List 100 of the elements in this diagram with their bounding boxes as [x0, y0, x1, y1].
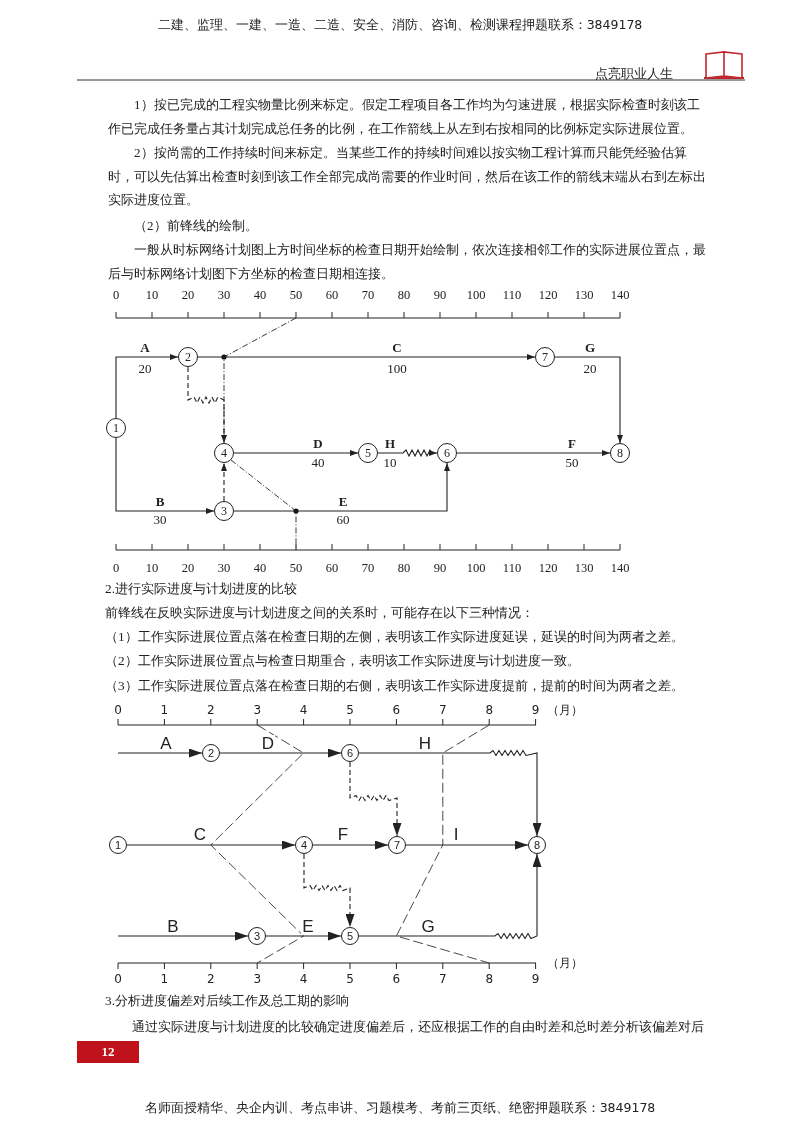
axis-tick-label: 60	[325, 288, 339, 302]
duration-label: 100	[387, 361, 407, 375]
node-number: 3	[221, 505, 227, 517]
arrow	[303, 853, 355, 928]
axis-tick-label: 10	[145, 288, 159, 302]
event-circle	[109, 836, 127, 854]
arrow	[115, 437, 215, 514]
axis-tick-label: 100	[466, 288, 486, 302]
axis-tick-label: 4	[299, 973, 308, 985]
paragraph: 通过实际进度与计划进度的比较确定进度偏差后，还应根据工作的自由时差和总时差分析该偏差对后	[130, 1020, 704, 1034]
axis-tick-label: 50	[289, 561, 303, 575]
node-number: 4	[300, 839, 308, 851]
axis-tick-label: 140	[610, 561, 630, 575]
node-number: 8	[617, 447, 623, 459]
activity-label: H	[417, 734, 433, 752]
activity-label: C	[192, 825, 208, 843]
node-number: 4	[221, 447, 227, 459]
paragraph: （1）工作实际进展位置点落在检查日期的左侧，表明该工作实际进度延误，延误的时间为两者之差。	[105, 630, 684, 644]
axis-tick-label: 1	[160, 973, 169, 985]
axis-tick-label: 7	[438, 973, 447, 985]
axis-tick-label: 130	[574, 288, 594, 302]
axis-tick-label: 120	[538, 561, 558, 575]
axis-tick-label: 0	[112, 561, 120, 575]
activity-label: D	[260, 734, 276, 752]
event-circle	[295, 836, 313, 854]
axis-tick-label: 40	[253, 288, 267, 302]
axis-tick-label: 110	[502, 288, 522, 302]
arrow	[117, 748, 203, 758]
arrow	[349, 761, 402, 837]
arrow	[312, 840, 389, 850]
axis-tick-label: 5	[346, 973, 354, 985]
paragraph: 前锋线在反映实际进度与计划进度之间的关系时，可能存在以下三种情况：	[105, 606, 534, 620]
axis-tick-label: 110	[502, 561, 522, 575]
node-number: 2	[207, 747, 215, 759]
duration-label: 60	[336, 512, 350, 526]
axis-tick-label: 130	[574, 561, 594, 575]
axis-tick-label: 20	[181, 288, 195, 302]
arrow	[115, 354, 179, 419]
axis-tick-label: 50	[289, 288, 303, 302]
event-circle	[106, 418, 126, 438]
arrow	[197, 354, 536, 360]
duration-label: 40	[311, 455, 325, 469]
arrow	[219, 748, 342, 758]
paragraph: 2）按尚需的工作持续时间来标定。当某些工作的持续时间难以按实物工程计算而只能凭经验估算时，可以先估算出检查时刻到该工作全部完成尚需要的作业时间，然后在该工作的箭线末端从右到左标出实际进度位置。	[108, 144, 707, 209]
duration-label: 50	[565, 455, 579, 469]
node-number: 7	[393, 839, 401, 851]
paragraph: 1）按已完成的工程实物量比例来标定。假定工程项目各工作均为匀速进展，根据实际检查时刻该工作已完成任务量占其计划完成总任务的比例，在工作箭线上从左到右按相同的比例标定实际进展位置。	[108, 96, 701, 138]
node-number: 3	[253, 930, 261, 942]
duration-label: 10	[383, 455, 397, 469]
node-number: 2	[185, 351, 191, 363]
axis-tick-label: 4	[299, 704, 308, 716]
duration-label: 20	[138, 361, 152, 375]
axis-tick-label: 1	[160, 704, 169, 716]
axis-tick-label: 100	[466, 561, 486, 575]
axis-tick-label: 7	[438, 704, 447, 716]
section-heading: 2.进行实际进度与计划进度的比较	[105, 582, 297, 596]
axis-tick-label: 9	[531, 973, 540, 985]
event-circle	[341, 744, 359, 762]
arrow	[265, 931, 342, 941]
arrow	[187, 366, 227, 444]
activity-label: I	[452, 825, 460, 843]
arrow	[233, 450, 359, 456]
node-number: 5	[365, 447, 371, 459]
axis-tick-label: 60	[325, 561, 339, 575]
duration-label: 20	[583, 361, 597, 375]
axis-tick-label: 2	[206, 973, 215, 985]
activity-label: G	[420, 917, 436, 935]
arrow	[456, 450, 611, 456]
arrow	[233, 462, 450, 512]
node-number: 5	[346, 930, 354, 942]
event-circle	[358, 443, 378, 463]
arrow	[554, 356, 623, 444]
axis-tick-label: 0	[114, 704, 122, 716]
axis-tick-label: 8	[485, 704, 493, 716]
axis-tick-label: 9	[531, 704, 540, 716]
axis-tick-label: 70	[361, 561, 375, 575]
axis-tick-label: 40	[253, 561, 267, 575]
node-number: 6	[444, 447, 450, 459]
node-number: 1	[113, 422, 119, 434]
axis-tick-label: 80	[397, 561, 411, 575]
header-note: 二建、监理、一建、一造、二造、安全、消防、咨询、检测课程押题联系：3849178	[157, 18, 643, 32]
arrow	[405, 840, 529, 850]
unit-label: （月）	[547, 704, 583, 716]
axis-tick-label: 80	[397, 288, 411, 302]
axis-tick-label: 90	[433, 288, 447, 302]
axis-tick-label: 3	[253, 973, 261, 985]
axis-tick-label: 2	[206, 704, 215, 716]
node-number: 7	[542, 351, 548, 363]
activity-label: F	[336, 825, 350, 843]
arrow	[358, 853, 542, 940]
axis-tick-label: 6	[392, 973, 401, 985]
arrow	[377, 448, 438, 458]
axis-tick-label: 3	[253, 704, 261, 716]
arrow	[117, 931, 249, 941]
axis-tick-label: 30	[217, 288, 231, 302]
page-number: 12	[77, 1041, 139, 1063]
axis-tick-label: 20	[181, 561, 195, 575]
axis-tick-label: 120	[538, 288, 558, 302]
arrow	[358, 749, 542, 837]
event-circle	[248, 927, 266, 945]
